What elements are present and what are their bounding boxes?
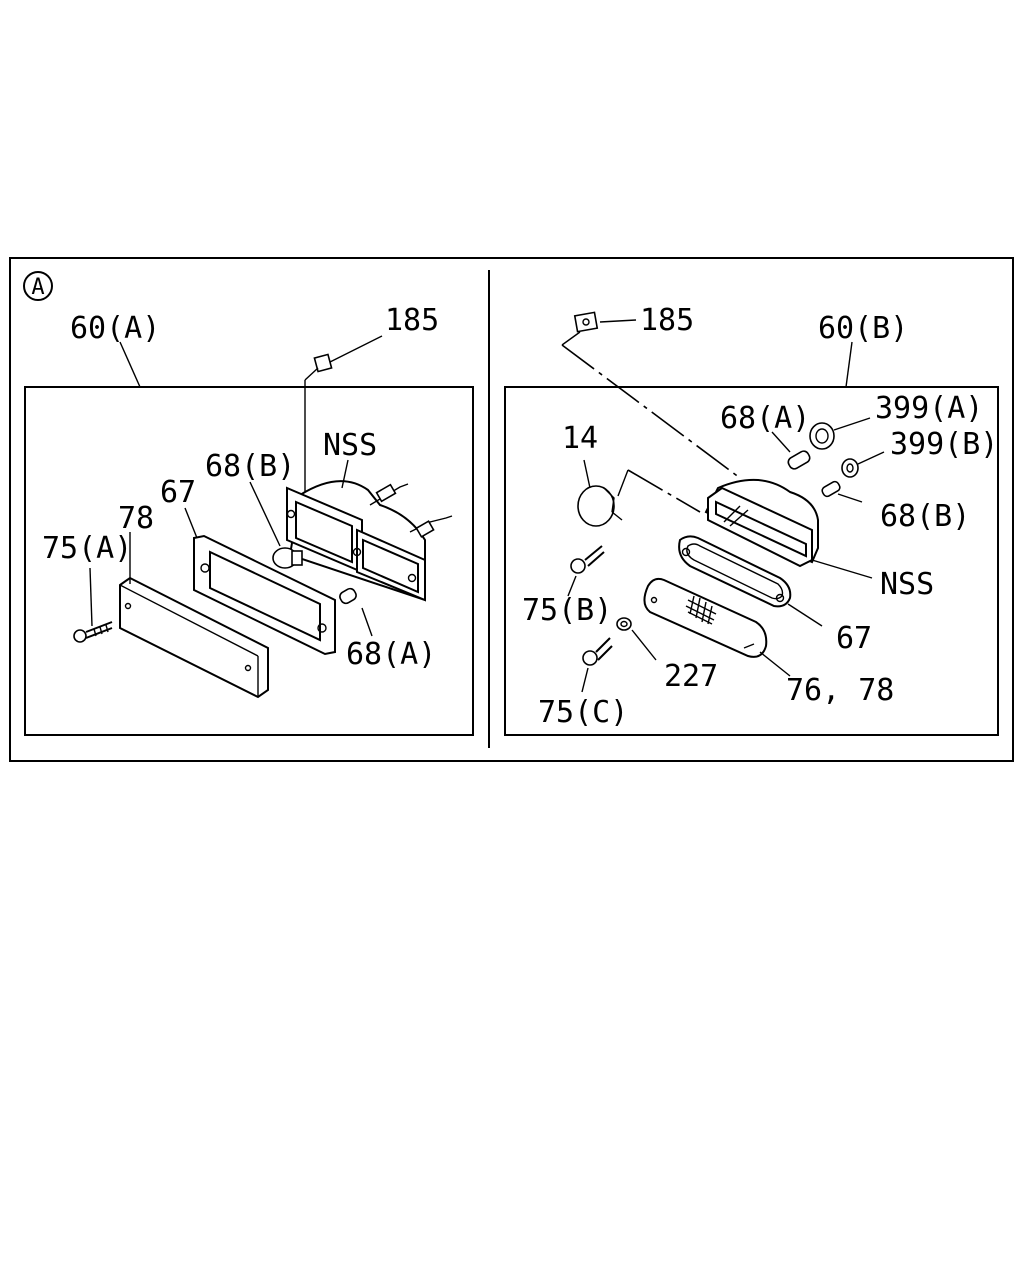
- right-screw-c-label: 75(C): [538, 695, 628, 730]
- right-washer-label: 227: [664, 659, 718, 694]
- left-bulb-68b: [249, 481, 303, 569]
- left-bulb-68a: [339, 587, 373, 637]
- right-bulb-68a: [771, 431, 811, 470]
- right-bulb-68b: [821, 480, 863, 503]
- right-socket-399a: [809, 417, 871, 450]
- left-panel: A 60(A) 185 NSS: [23, 271, 474, 736]
- right-socket-a-label: 399(A): [875, 391, 983, 426]
- right-screw-b-label: 75(B): [522, 593, 612, 628]
- left-assembly-label: 60(A): [70, 311, 160, 346]
- right-bulb-b-label: 68(B): [880, 499, 970, 534]
- left-clip-label: 185: [385, 303, 439, 338]
- right-clip-185: [561, 311, 741, 479]
- right-panel: 60(B) 185 68(A) 399(A) 399(B): [504, 303, 999, 736]
- right-bulb-a-label: 68(A): [720, 401, 810, 436]
- right-washer-227: [616, 617, 657, 661]
- right-lamp-label: 14: [562, 421, 598, 456]
- right-assembly-label: 60(B): [818, 311, 908, 346]
- right-lamp-14: [577, 459, 701, 527]
- right-socket-399b: [841, 451, 885, 478]
- right-screw-75b: [567, 545, 605, 597]
- right-lens-76-78: [643, 577, 791, 677]
- right-assembly-leader: [845, 341, 853, 388]
- left-assembly-box: [24, 386, 474, 736]
- left-lens-label: 78: [118, 501, 154, 536]
- right-clip-label: 185: [640, 303, 694, 338]
- left-screw-75a: [73, 567, 113, 643]
- left-gasket-label: 67: [160, 475, 196, 510]
- outer-frame: [9, 257, 1014, 762]
- left-lens-78: [119, 532, 269, 699]
- left-assembly-leader: [119, 341, 141, 388]
- section-marker-text: A: [31, 275, 44, 300]
- right-socket-b-label: 399(B): [890, 427, 998, 462]
- left-bulb-a-label: 68(A): [346, 637, 436, 672]
- right-housing-nss: [704, 478, 873, 579]
- right-screw-75c: [581, 637, 613, 693]
- right-lens-label: 76, 78: [786, 673, 894, 708]
- right-gasket-67: [678, 535, 823, 627]
- right-gasket-label: 67: [836, 621, 872, 656]
- left-clip-185: [304, 335, 383, 495]
- right-nss-label: NSS: [880, 567, 934, 602]
- left-housing: [286, 480, 453, 602]
- right-assembly-box: [504, 386, 999, 736]
- section-marker-circle: [23, 271, 53, 301]
- left-nss-leader: [341, 459, 349, 489]
- left-nss-label: NSS: [323, 428, 377, 463]
- left-screw-label: 75(A): [42, 531, 132, 566]
- left-bulb-b-label: 68(B): [205, 449, 295, 484]
- left-gasket-67: [184, 507, 336, 656]
